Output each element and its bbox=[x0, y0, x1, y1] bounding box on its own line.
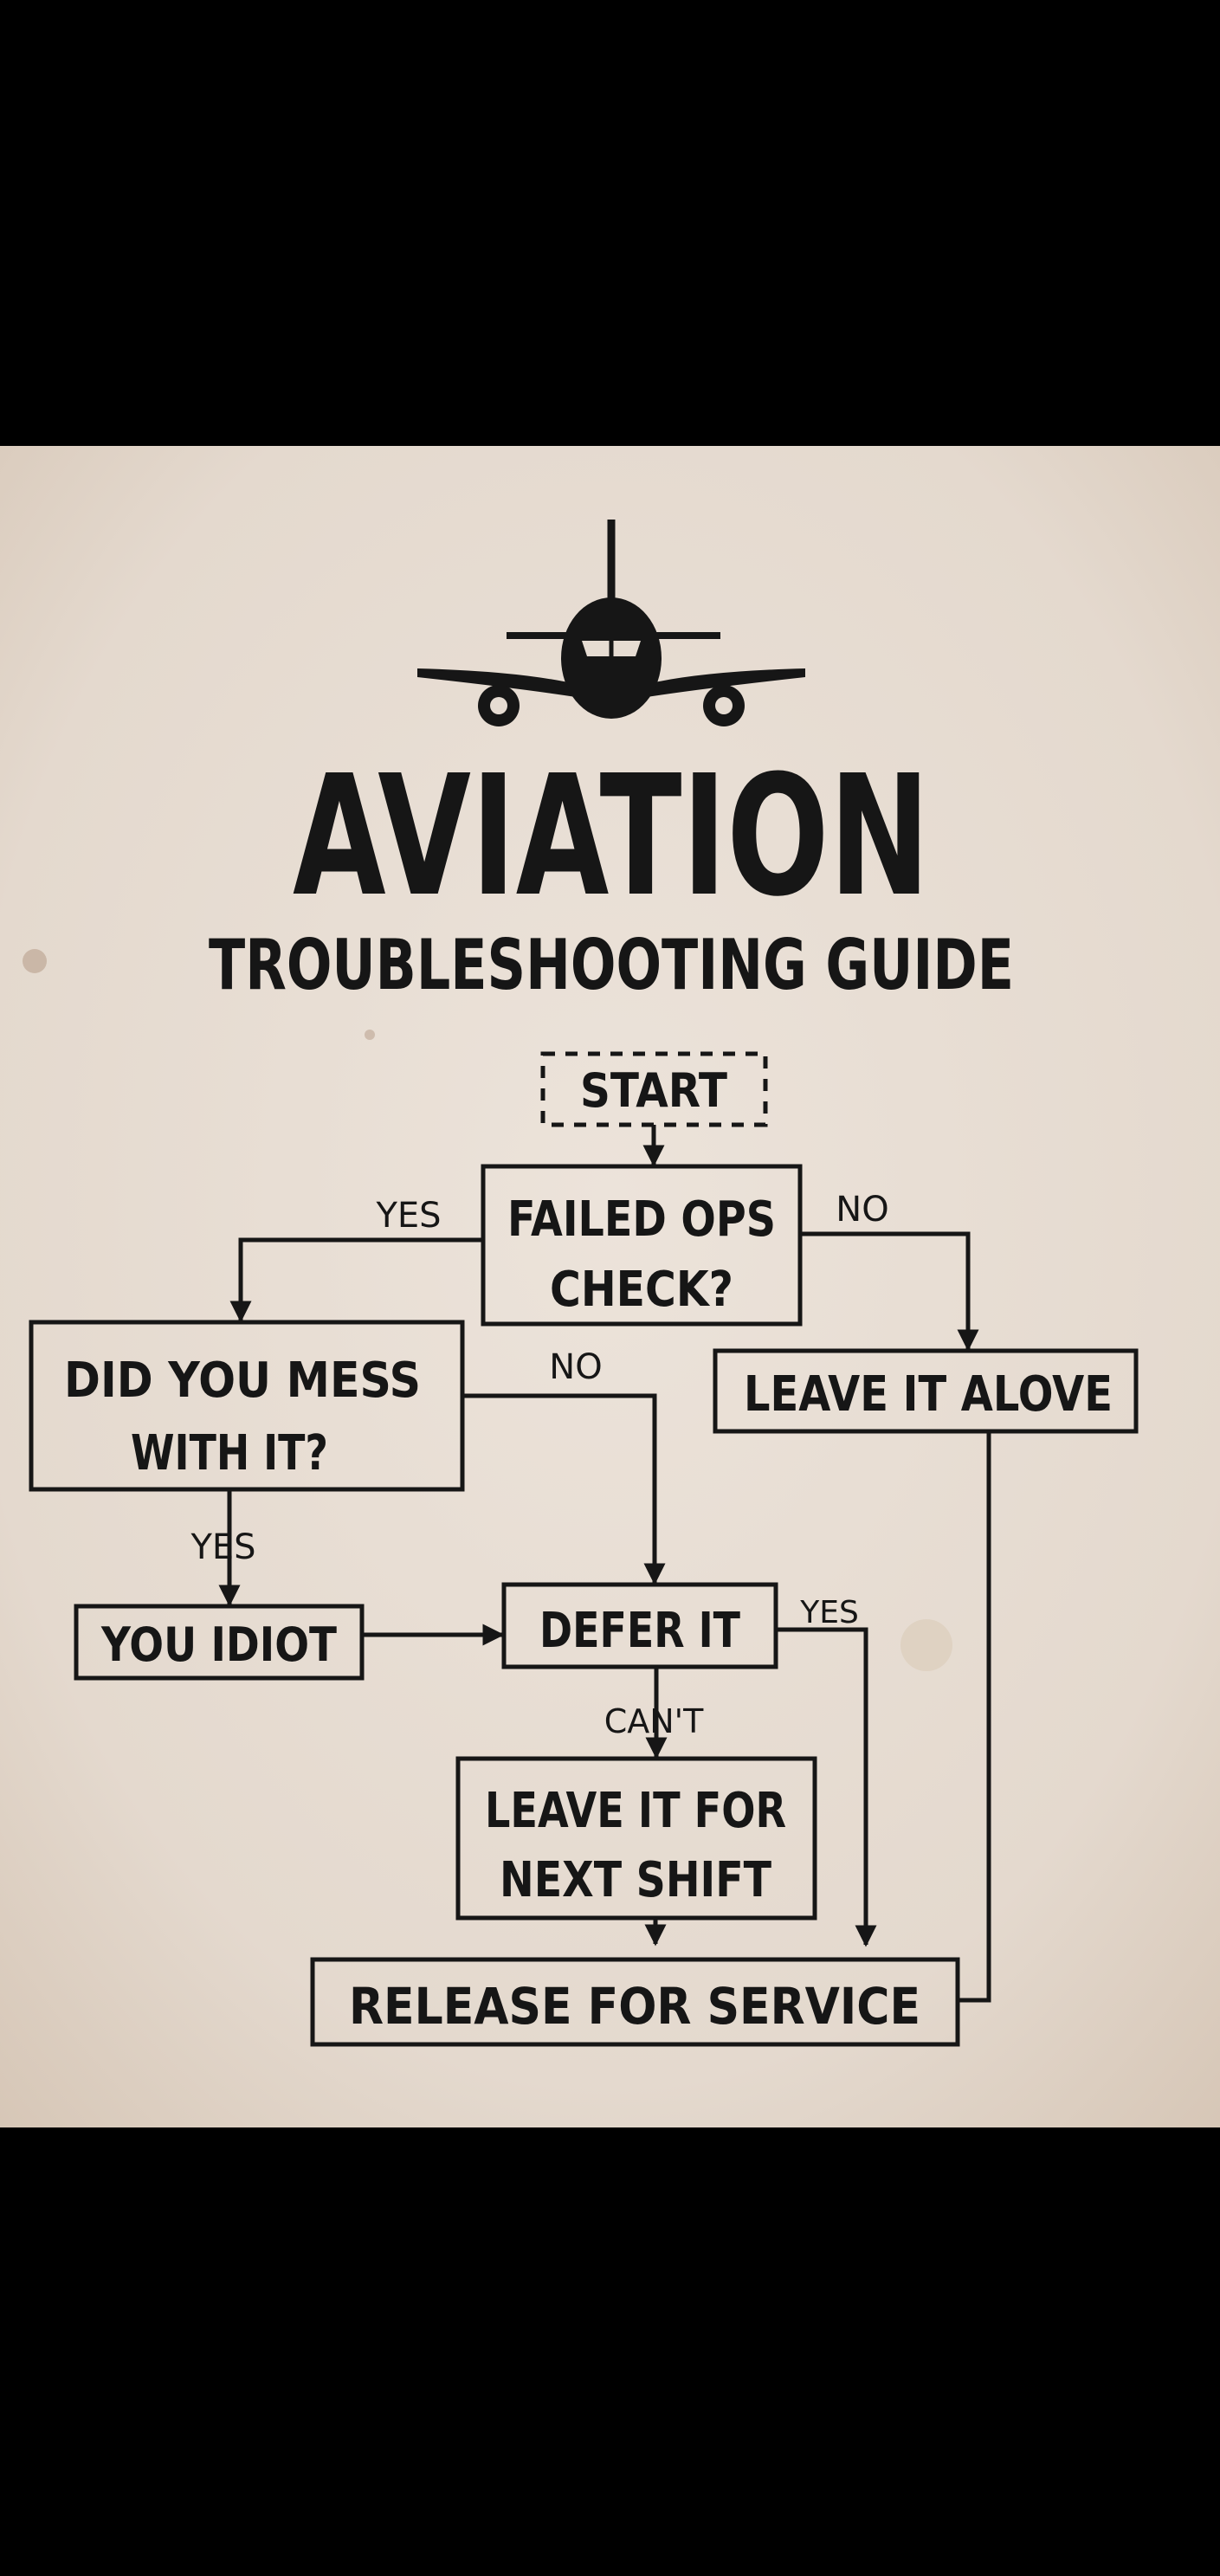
paper-stain bbox=[365, 1030, 375, 1040]
failed-ops-line-2: CHECK? bbox=[550, 1262, 733, 1318]
edge-mess-no bbox=[462, 1393, 666, 1585]
no-label-failed: NO bbox=[836, 1190, 888, 1230]
paper-stain bbox=[900, 1619, 952, 1671]
next-shift-line-1: LEAVE IT FOR bbox=[485, 1783, 786, 1839]
yes-label-defer: YES bbox=[799, 1595, 859, 1630]
cant-label-defer: CAN'T bbox=[604, 1702, 704, 1740]
poster: AVIATION TROUBLESHOOTING GUIDE START FAI… bbox=[0, 446, 1220, 2127]
leave-it-alone-box bbox=[713, 1348, 1139, 1434]
failed-ops-check-box bbox=[481, 1164, 803, 1327]
yes-label-mess: YES bbox=[190, 1527, 255, 1567]
next-shift-box bbox=[455, 1756, 817, 1921]
mess-line-2: WITH IT? bbox=[131, 1425, 328, 1482]
poster-subtitle: TROUBLESHOOTING GUIDE bbox=[209, 925, 1014, 1005]
you-idiot-label: YOU IDIOT bbox=[100, 1617, 337, 1672]
mess-line-1: DID YOU MESS bbox=[64, 1353, 421, 1409]
edge-failed-yes bbox=[229, 1237, 483, 1323]
start-box bbox=[540, 1051, 768, 1127]
start-label: START bbox=[580, 1063, 727, 1118]
yes-label-failed: YES bbox=[375, 1196, 441, 1236]
edge-failed-no bbox=[800, 1231, 979, 1352]
troubleshooting-flowchart: AVIATION TROUBLESHOOTING GUIDE START FAI… bbox=[0, 446, 1220, 2127]
airplane-front-icon bbox=[417, 520, 805, 726]
leave-it-alone-label: LEAVE IT ALOVE bbox=[744, 1366, 1113, 1423]
poster-title: AVIATION bbox=[293, 740, 930, 933]
no-label-mess: NO bbox=[549, 1347, 602, 1387]
paper-background bbox=[0, 446, 1220, 2127]
next-shift-line-2: NEXT SHIFT bbox=[500, 1852, 771, 1908]
failed-ops-line-1: FAILED OPS bbox=[507, 1191, 776, 1248]
edge-defer-yes bbox=[776, 1627, 877, 1947]
defer-it-label: DEFER IT bbox=[539, 1603, 740, 1659]
edge-alone-to-release bbox=[958, 1431, 991, 2003]
paper-stain bbox=[23, 949, 47, 973]
release-label: RELEASE FOR SERVICE bbox=[349, 1977, 920, 2036]
